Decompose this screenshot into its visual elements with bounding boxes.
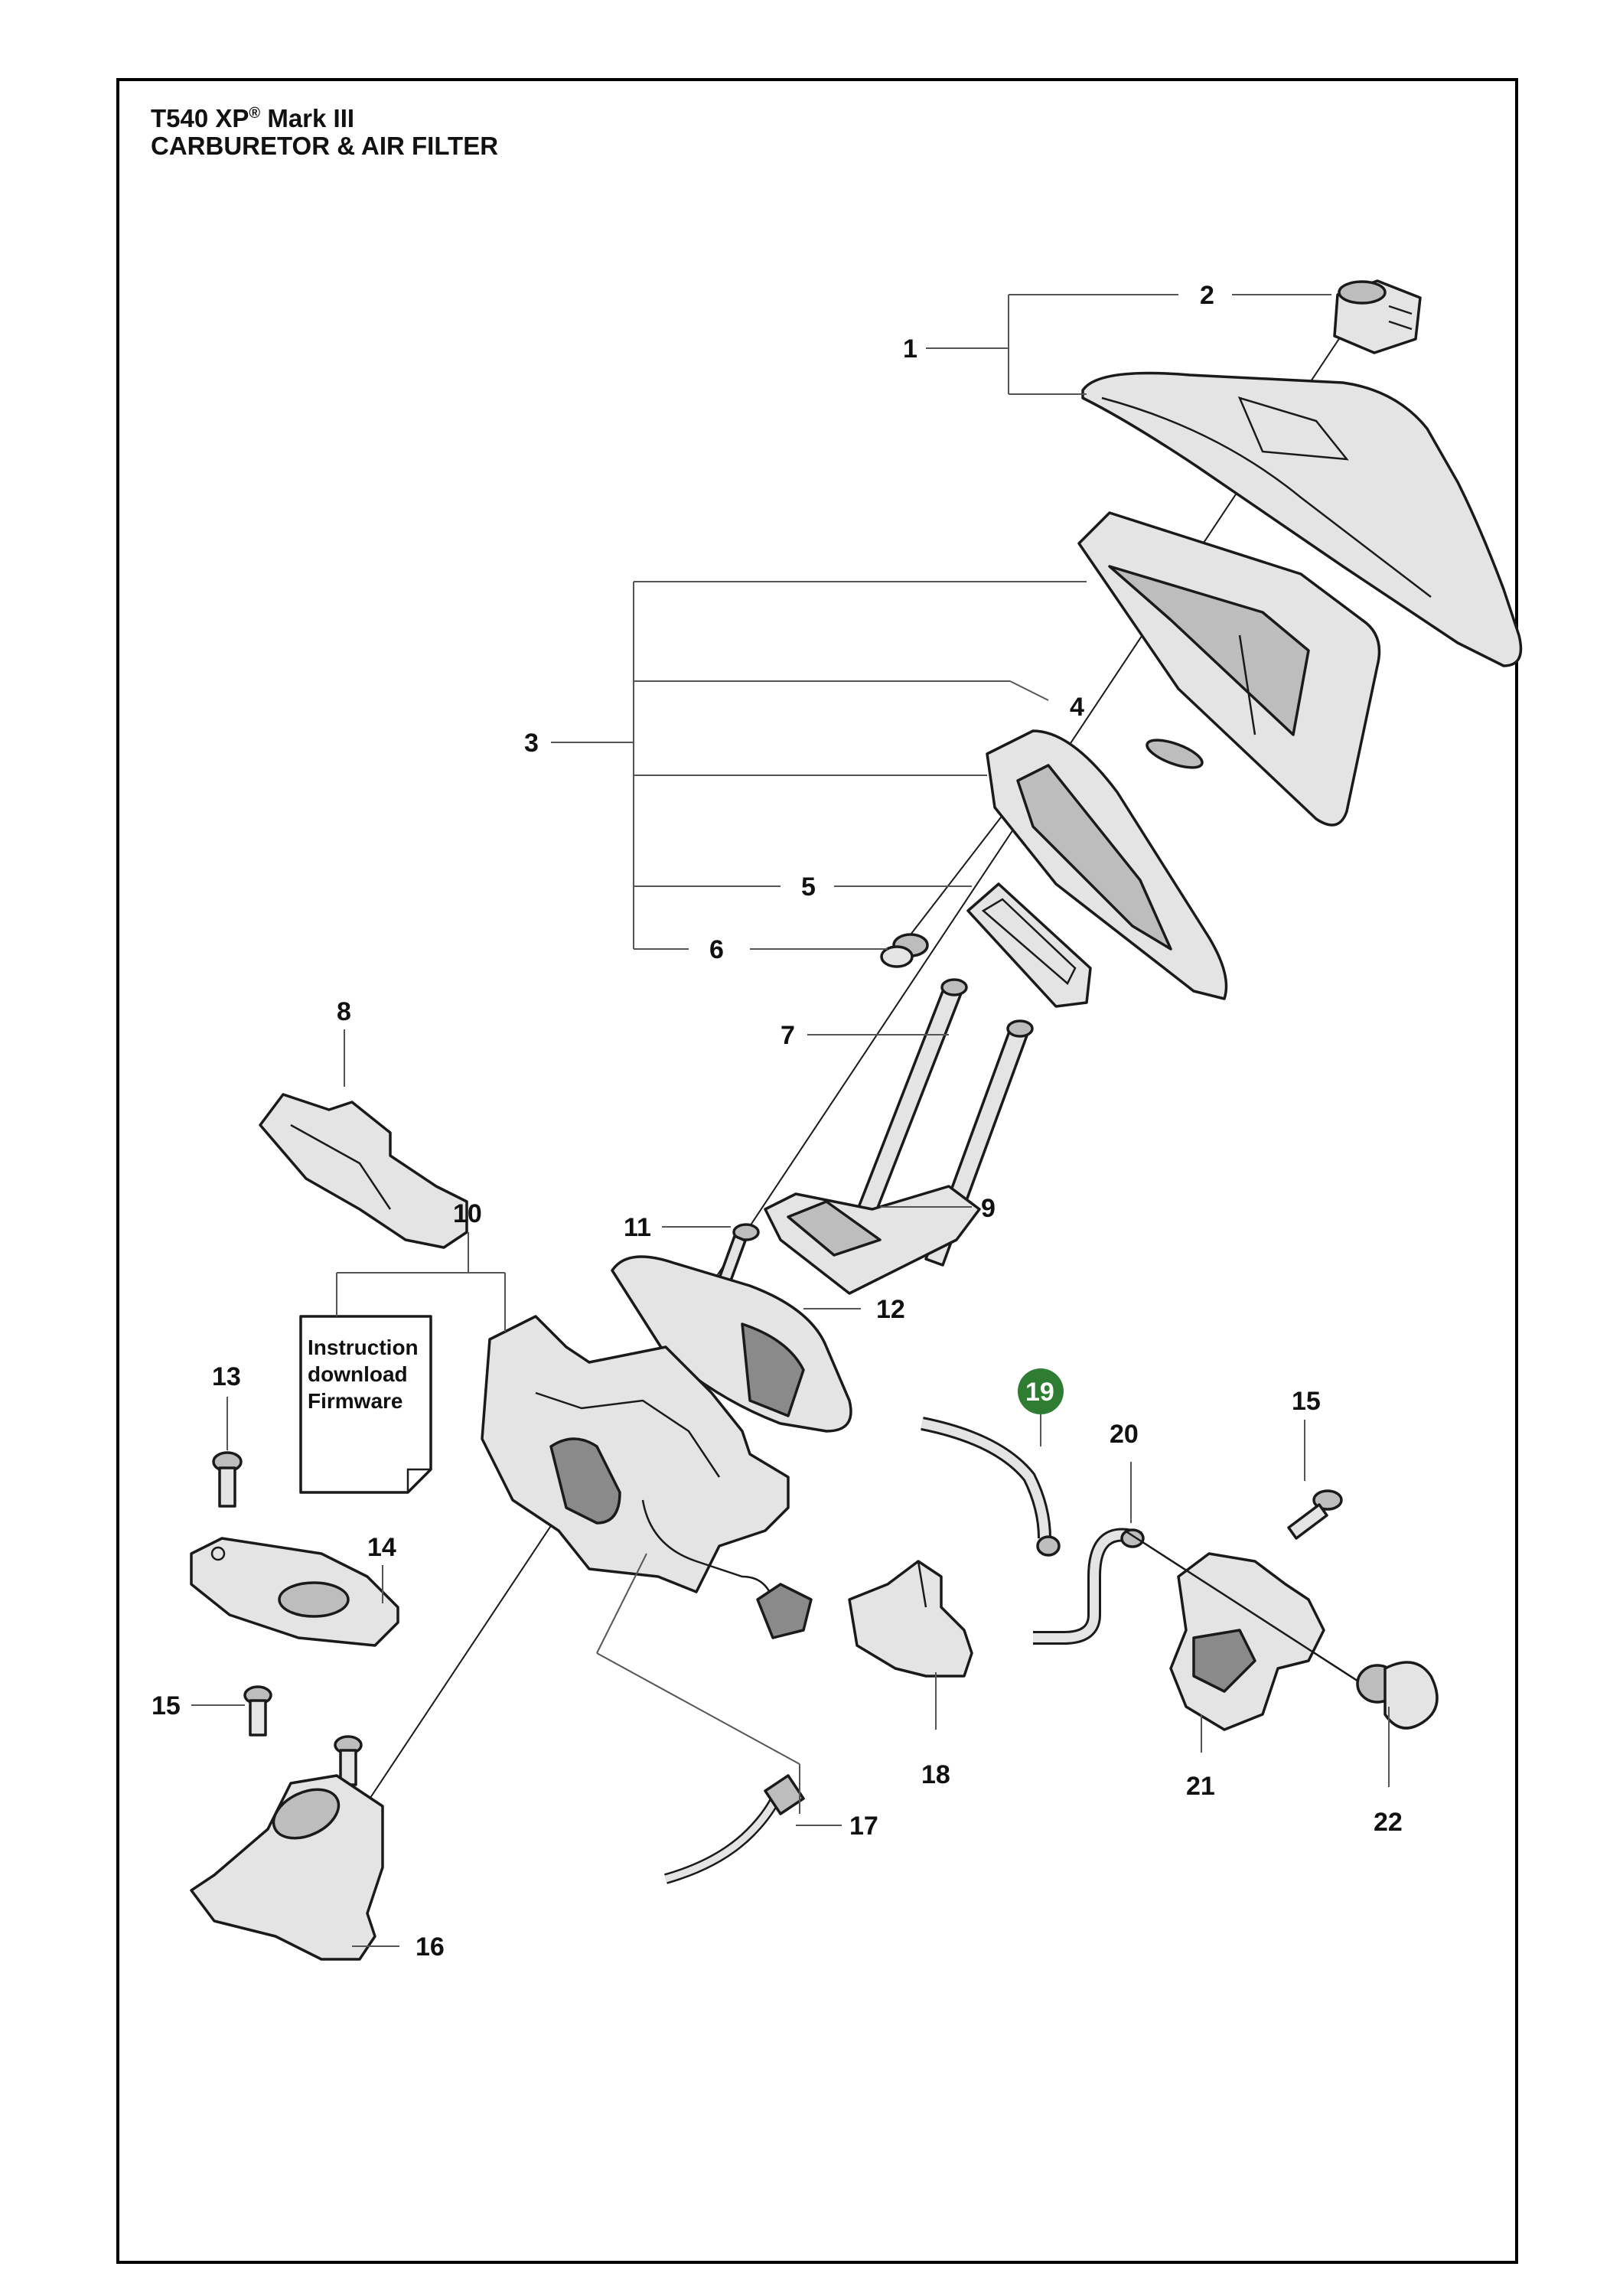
callout-12[interactable]: 12	[876, 1295, 905, 1324]
part-14-gasket[interactable]	[190, 1537, 399, 1647]
part-5-gasket[interactable]	[966, 882, 1092, 1008]
part-15-screws-left[interactable]	[243, 1685, 363, 1786]
leader-lines	[191, 294, 1390, 1947]
part-11-screw[interactable]	[718, 1223, 760, 1284]
callout-6[interactable]: 6	[709, 935, 724, 964]
part-15-screw-right[interactable]	[1287, 1489, 1343, 1540]
part-6-grommet[interactable]	[880, 933, 929, 968]
callout-10[interactable]: 10	[453, 1199, 482, 1228]
part-13-screw[interactable]	[212, 1451, 243, 1508]
callout-15-right[interactable]: 15	[1292, 1387, 1321, 1416]
callout-21[interactable]: 21	[1186, 1772, 1215, 1801]
doc-line-3: Firmware	[308, 1389, 403, 1413]
callout-15-left[interactable]: 15	[152, 1691, 181, 1720]
instruction-document[interactable]: Instruction download Firmware	[299, 1315, 432, 1494]
callout-20[interactable]: 20	[1110, 1420, 1139, 1449]
part-17-hose[interactable]	[664, 1774, 805, 1884]
part-2-knob[interactable]	[1333, 279, 1422, 354]
callout-19: 19	[1025, 1378, 1054, 1407]
highlight-badge	[1018, 1368, 1064, 1414]
part-22-primer-bulb[interactable]	[1356, 1661, 1439, 1730]
callout-5[interactable]: 5	[801, 872, 816, 902]
part-12-filter-base[interactable]	[611, 1255, 852, 1433]
callout-18[interactable]: 18	[921, 1760, 950, 1789]
callout-16[interactable]: 16	[416, 1932, 445, 1962]
callout-3[interactable]: 3	[524, 729, 539, 758]
callout-19-highlighted[interactable]: 19	[1018, 1368, 1064, 1414]
part-19-hose[interactable]	[921, 1417, 1061, 1557]
callouts: 1 2 3 4 5 6 7 8 9 10 11 12 13 14 15 15 1…	[152, 281, 1403, 1962]
callout-8[interactable]: 8	[337, 997, 351, 1026]
model-suffix: Mark III	[267, 104, 355, 132]
part-8-bracket[interactable]	[259, 1093, 468, 1249]
drawing-frame	[116, 78, 1518, 2264]
callout-14[interactable]: 14	[367, 1533, 396, 1562]
model-name: T540 XP	[151, 104, 249, 132]
section-title: CARBURETOR & AIR FILTER	[151, 132, 499, 160]
part-5-filter-base[interactable]	[986, 729, 1228, 1000]
doc-line-1: Instruction	[308, 1336, 419, 1359]
callout-22[interactable]: 22	[1374, 1808, 1403, 1837]
part-3-air-filter[interactable]	[1077, 511, 1381, 827]
page-title: T540 XP® Mark III CARBURETOR & AIR FILTE…	[151, 99, 498, 160]
callout-1[interactable]: 1	[903, 334, 917, 364]
callout-4[interactable]: 4	[1070, 693, 1084, 722]
part-21-primer-housing[interactable]	[1124, 1529, 1363, 1731]
part-18-clip[interactable]	[848, 1560, 973, 1678]
part-20-hose[interactable]	[1033, 1528, 1145, 1645]
callout-9[interactable]: 9	[981, 1194, 996, 1223]
part-1-top-cover[interactable]	[1081, 371, 1523, 667]
part-4-seal[interactable]	[1144, 735, 1205, 773]
callout-11[interactable]: 11	[624, 1213, 651, 1242]
callout-17[interactable]: 17	[849, 1812, 878, 1841]
callout-13[interactable]: 13	[212, 1362, 241, 1391]
registered-mark: ®	[249, 105, 261, 122]
part-10-carburetor[interactable]	[481, 1315, 813, 1639]
part-9-adapter[interactable]	[764, 1185, 981, 1295]
part-16-intake[interactable]	[190, 1774, 384, 1961]
doc-line-2: download	[308, 1362, 408, 1386]
callout-2[interactable]: 2	[1200, 281, 1214, 310]
callout-7[interactable]: 7	[781, 1021, 795, 1050]
